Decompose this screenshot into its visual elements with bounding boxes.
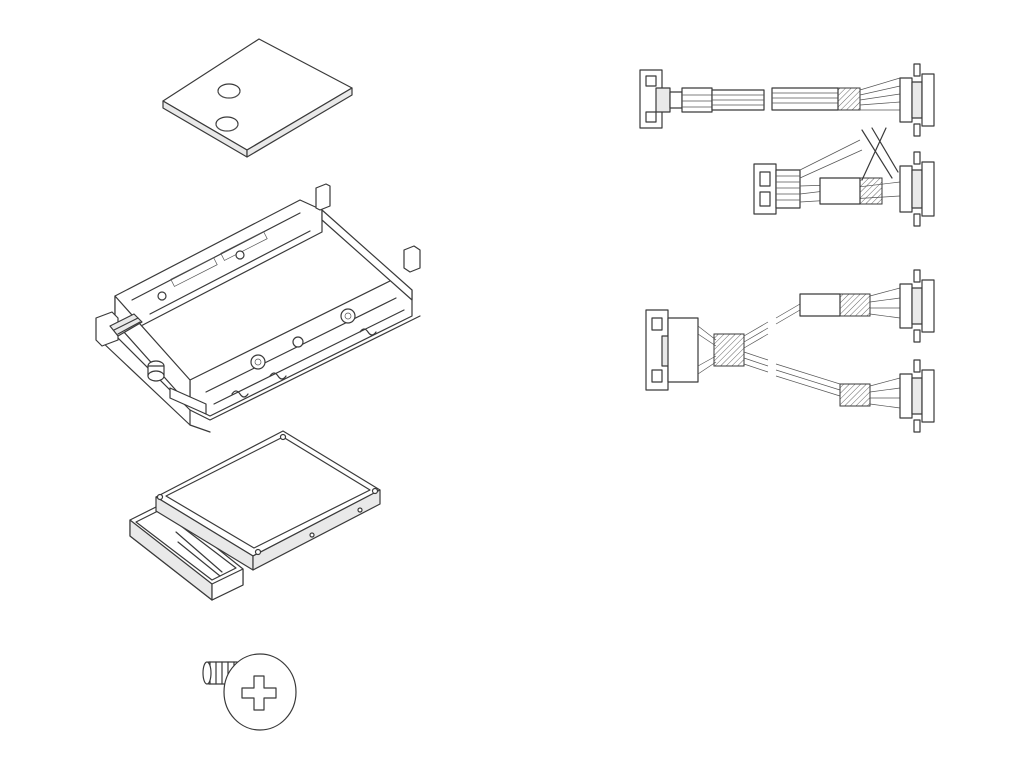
y-split-cable-icon [639, 63, 935, 227]
ssd-drive-icon [129, 430, 381, 601]
thermal-pad-icon [162, 38, 353, 158]
y-split-cable-icon [645, 269, 935, 433]
phillips-screw-icon [202, 653, 297, 731]
drive-cage-bracket-icon [95, 183, 421, 433]
